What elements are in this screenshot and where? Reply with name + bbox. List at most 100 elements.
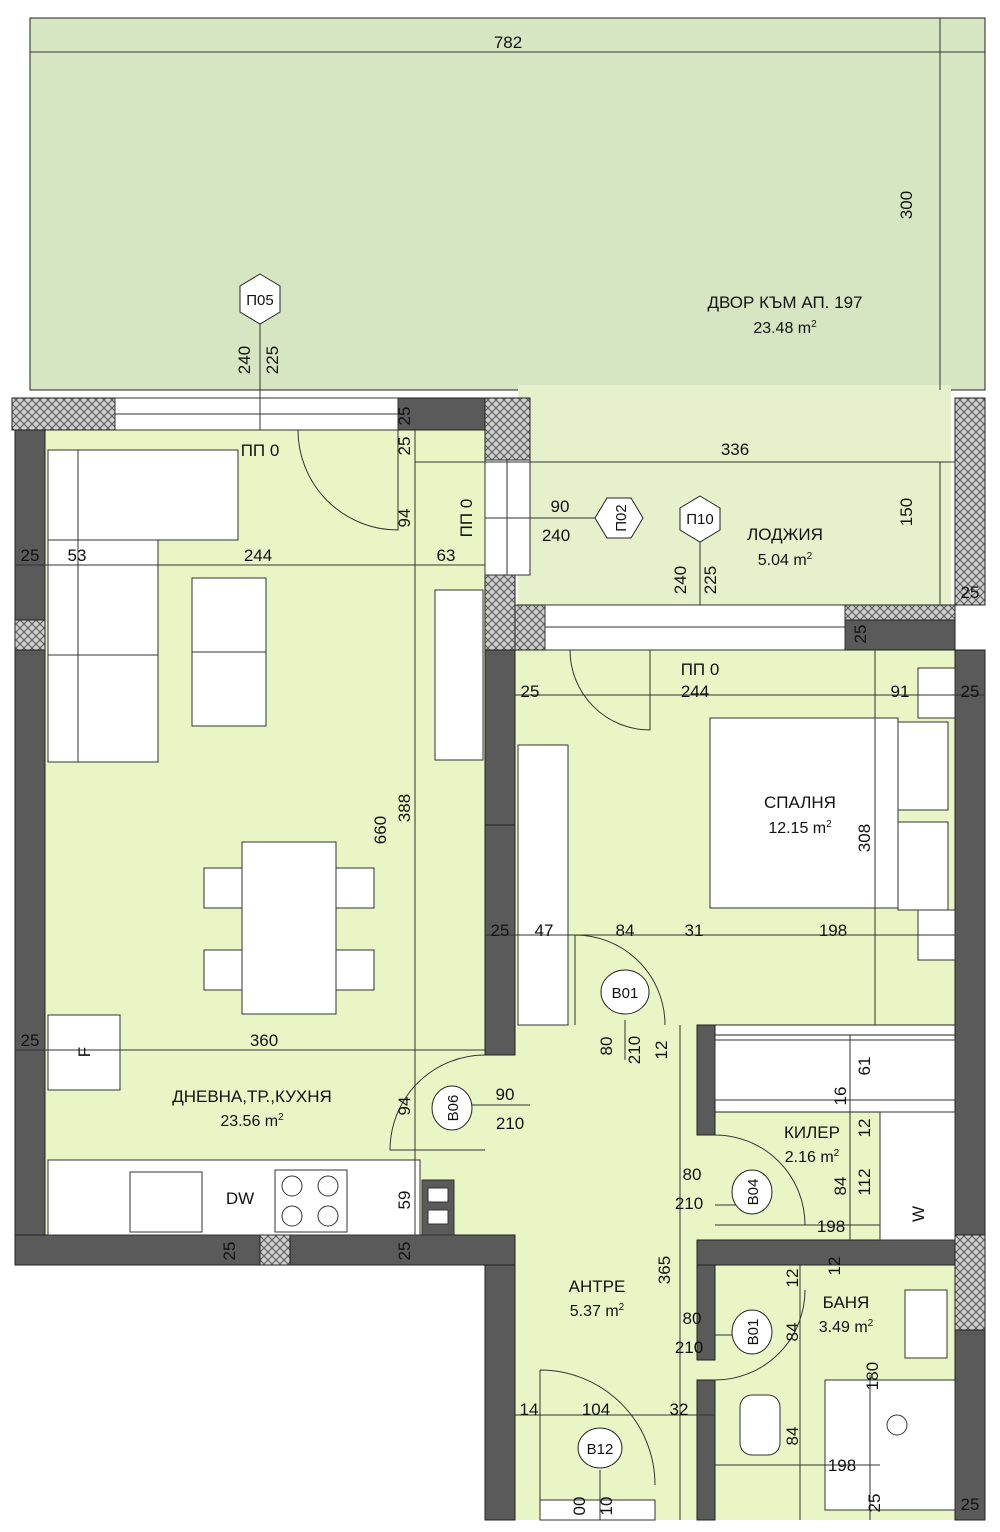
dim-16: 16 — [831, 1087, 850, 1106]
wall-loggia-bottom-hatch — [514, 604, 546, 651]
dim-300: 300 — [897, 191, 916, 219]
fridge-label: F — [75, 1047, 94, 1057]
dishwasher-label: DW — [226, 1189, 254, 1208]
bed — [709, 717, 899, 909]
tag-b01a-shape — [600, 969, 650, 1015]
tag-p05-shape — [239, 273, 281, 325]
tag-b01b: В01 — [745, 1319, 762, 1346]
dim-308: 308 — [855, 824, 874, 852]
yard-area-label: 23.48 m2 — [753, 319, 817, 337]
dim-210a: 210 — [625, 1036, 644, 1064]
dim-240a: 240 — [235, 346, 254, 374]
dim-84d: 84 — [783, 1427, 802, 1446]
dim-25i: 25 — [220, 1242, 239, 1261]
tag-p05: П05 — [246, 292, 273, 309]
sill-label-bedroom: ПП 0 — [681, 660, 720, 679]
kitchen-sink — [129, 1171, 203, 1233]
bedroom-area-label: 12.15 m2 — [768, 819, 832, 837]
dim-225b: 225 — [701, 566, 720, 594]
dim-198b: 198 — [817, 1217, 845, 1236]
dim-25k: 25 — [865, 1494, 884, 1513]
tag-b01b-shape — [731, 1309, 773, 1355]
dim-61: 61 — [855, 1057, 874, 1076]
dim-25-bedroom: 25 — [521, 682, 540, 701]
door-swing-living — [297, 429, 399, 531]
tag-p02-shape — [594, 497, 644, 539]
walls — [11, 397, 986, 1521]
bedroom-name: СПАЛНЯ — [764, 793, 836, 812]
dim-25c: 25 — [21, 546, 40, 565]
hall-area-label: 5.37 m2 — [570, 1302, 625, 1320]
wall-bath-left2 — [696, 1379, 716, 1521]
wardrobe-bedroom — [517, 744, 569, 1026]
dim-180: 180 — [863, 1362, 882, 1390]
dining-table — [241, 841, 337, 1015]
dim-112: 112 — [855, 1168, 874, 1195]
wall-bath-left — [696, 1264, 716, 1361]
door-swing-b12 — [539, 1369, 656, 1520]
dim-104: 104 — [582, 1400, 610, 1419]
dim-25d: 25 — [961, 583, 980, 602]
tag-p10-shape — [679, 495, 721, 543]
wall-top-mid — [397, 397, 489, 431]
dim-84c: 84 — [783, 1323, 802, 1342]
dim-240c: 240 — [671, 566, 690, 594]
dim-53: 53 — [68, 546, 87, 565]
dim-240b: 240 — [542, 526, 570, 545]
dim-25b: 25 — [395, 437, 414, 456]
bath-name: БАНЯ — [823, 1293, 870, 1312]
wall-left-hatch — [14, 619, 46, 651]
dim-80c: 80 — [683, 1309, 702, 1328]
dim-47: 47 — [535, 921, 554, 940]
dim-94b: 94 — [395, 1097, 414, 1116]
loggia-area — [518, 385, 951, 607]
wall-closet-bottom — [696, 1239, 956, 1266]
tag-b06-shape — [431, 1085, 473, 1131]
closet-area-label: 2.16 m2 — [785, 1148, 840, 1166]
yard-area — [29, 17, 986, 391]
dim-31: 31 — [685, 921, 704, 940]
dim-25a: 25 — [395, 407, 414, 426]
dim-90b: 90 — [496, 1085, 515, 1104]
tv-unit — [434, 589, 484, 761]
tag-p10: П10 — [686, 511, 713, 528]
washer-label: W — [909, 1206, 928, 1222]
dim-32: 32 — [670, 1400, 689, 1419]
wall-bottom-left-hatch — [259, 1234, 291, 1266]
wall-right-top — [954, 397, 986, 606]
hall-area — [485, 1025, 715, 1520]
dim-244a: 244 — [244, 546, 272, 565]
dimension-texts: 782 300 240 225 25 25 336 150 90 240 94 … — [21, 33, 980, 1515]
loggia-area-label: 5.04 m2 — [758, 551, 813, 569]
dimension-lines — [15, 18, 985, 1520]
wall-left-lower — [14, 649, 46, 1266]
wall-mid-vertical2 — [484, 824, 516, 1056]
door-swing-b01b — [714, 1289, 806, 1381]
dim-84a: 84 — [616, 921, 635, 940]
closet-name: КИЛЕР — [784, 1123, 840, 1142]
tag-b12: В12 — [587, 1441, 614, 1458]
kitchen-counter — [47, 1159, 421, 1236]
wall-hall-left — [484, 1264, 516, 1521]
tag-b01a: В01 — [612, 985, 639, 1002]
dim-388: 388 — [395, 794, 414, 822]
furniture — [47, 449, 956, 1511]
dim-80a: 80 — [597, 1037, 616, 1056]
wall-loggia-left — [484, 397, 531, 461]
dim-150: 150 — [897, 498, 916, 526]
dim-80b: 80 — [683, 1165, 702, 1184]
hall-name: АНТРЕ — [569, 1277, 626, 1296]
dim-198c: 198 — [828, 1456, 856, 1475]
dim-782: 782 — [494, 33, 522, 52]
bath-area-label: 3.49 m2 — [819, 1318, 874, 1336]
tag-p02: П02 — [613, 504, 630, 531]
tags — [239, 273, 773, 1469]
bath-toilet — [739, 1394, 781, 1456]
kitchen-fridge — [47, 1014, 121, 1091]
shelf-closet — [879, 1111, 956, 1241]
tag-b06: В06 — [445, 1095, 462, 1122]
dim-25g: 25 — [491, 921, 510, 940]
dim-84b: 84 — [831, 1177, 850, 1196]
dim-210c: 210 — [675, 1194, 703, 1213]
